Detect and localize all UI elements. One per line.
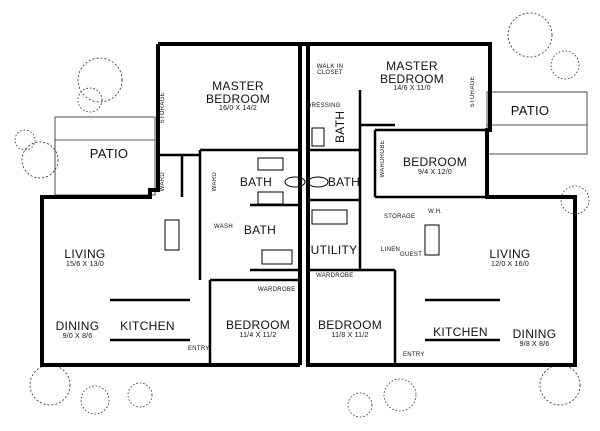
wardrobe-center-left-label: WARDROBE — [258, 287, 296, 293]
patio-right-name: PATIO — [510, 103, 550, 118]
living-right-label: LIVING 12/0 X 16/0 — [480, 248, 540, 268]
master-bedroom-left-label: MASTER BEDROOM 16/0 X 14/2 — [198, 80, 278, 113]
wardrobe-right-label: WARDROBE — [380, 140, 386, 178]
living-right-name: LIVING — [489, 247, 531, 261]
storage-right-top-label: STORAGE — [470, 76, 476, 108]
ward-2-label: WARD — [212, 172, 218, 192]
dressing-label: DRESSING — [307, 103, 341, 109]
walk-in-closet-label: WALK IN CLOSET — [316, 64, 344, 76]
dining-left-name: DINING — [55, 319, 100, 333]
living-left-label: LIVING 15/6 X 13/0 — [55, 248, 115, 268]
bedroom-center-right-dim: 11/8 X 11/2 — [331, 331, 369, 339]
dining-right-name: DINING — [512, 327, 557, 341]
ward-1-label: WARD — [160, 172, 166, 192]
storage-right-label: STORAGE — [384, 214, 416, 220]
bath-3-label: BATH — [242, 224, 278, 237]
bath-4-label: BATH — [333, 106, 347, 148]
dining-right-dim: 9/8 X 8/6 — [519, 340, 550, 348]
living-left-dim: 15/6 X 13/0 — [65, 260, 104, 268]
kitchen-left-label: KITCHEN — [115, 320, 180, 333]
guest-label: GUEST — [400, 252, 423, 258]
wash-label: WASH — [214, 224, 233, 230]
kitchen-right-name: KITCHEN — [433, 325, 488, 339]
linen-label: LINEN — [381, 247, 401, 253]
entry-right-label: ENTRY — [403, 352, 425, 358]
master-bedroom-left-name: MASTER BEDROOM — [205, 79, 271, 106]
master-bedroom-right-name: MASTER BEDROOM — [379, 59, 445, 86]
interior-walls — [110, 90, 500, 365]
bedroom-right-upper-name: BEDROOM — [402, 155, 468, 169]
master-bedroom-left-dim: 16/0 X 14/2 — [218, 105, 257, 113]
fixtures — [164, 127, 440, 265]
bath-1-name: BATH — [239, 175, 273, 189]
living-right-dim: 12/0 X 16/0 — [490, 260, 529, 268]
dining-right-label: DINING 9/8 X 8/6 — [507, 328, 562, 348]
kitchen-right-label: KITCHEN — [428, 326, 493, 339]
living-left-name: LIVING — [64, 247, 106, 261]
patio-left-name: PATIO — [89, 146, 129, 161]
bath-2-name: BATH — [327, 175, 361, 189]
bedroom-center-left-dim: 11/4 X 11/2 — [239, 331, 277, 339]
wardrobe-center-right-label: WARDROBE — [316, 273, 354, 279]
utility-label: UTILITY — [309, 244, 359, 257]
kitchen-left-name: KITCHEN — [120, 319, 175, 333]
bath-4-name: BATH — [333, 110, 347, 144]
master-bedroom-right-label: MASTER BEDROOM 14/6 X 11/0 — [372, 60, 452, 93]
utility-name: UTILITY — [310, 243, 358, 257]
bath-3-name: BATH — [243, 223, 277, 237]
bedroom-center-right-name: BEDROOM — [317, 318, 383, 332]
master-bedroom-right-dim: 14/6 X 11/0 — [393, 85, 431, 93]
wh-label: W.H. — [428, 209, 443, 215]
entry-left-label: ENTRY — [188, 346, 210, 352]
patio-left-label: PATIO — [84, 147, 134, 161]
bath-2-label: BATH — [326, 176, 362, 189]
bedroom-center-right-label: BEDROOM 11/8 X 11/2 — [310, 319, 390, 339]
bedroom-right-upper-dim: 9/4 X 12/0 — [418, 168, 452, 176]
bedroom-center-left-name: BEDROOM — [225, 318, 291, 332]
patio-right-label: PATIO — [505, 104, 555, 118]
bedroom-right-upper-label: BEDROOM 9/4 X 12/0 — [396, 156, 474, 176]
dining-left-dim: 9/0 X 8/6 — [62, 332, 93, 340]
bath-1-label: BATH — [238, 176, 274, 189]
dining-left-label: DINING 9/0 X 8/6 — [50, 320, 105, 340]
bedroom-center-left-label: BEDROOM 11/4 X 11/2 — [218, 319, 298, 339]
storage-left-label: STORAGE — [160, 92, 166, 124]
